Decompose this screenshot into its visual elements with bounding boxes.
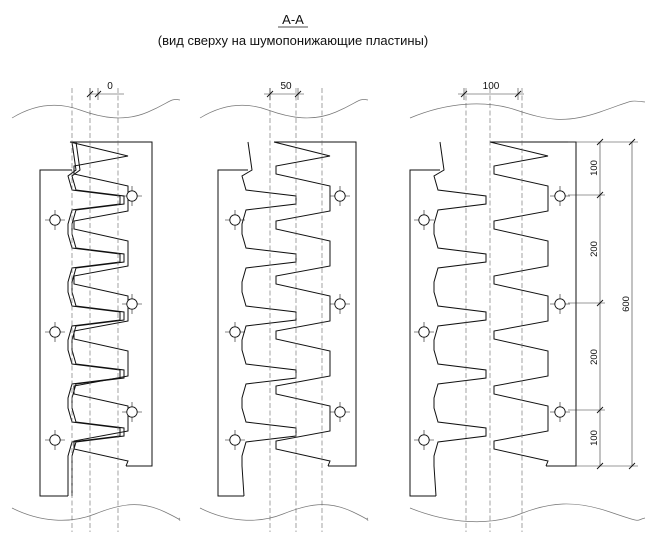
right-plate-outline <box>70 141 153 467</box>
dimension-segment-1: 100 <box>589 160 600 176</box>
right-plate-outline <box>490 141 577 467</box>
right-comb-teeth <box>273 141 331 467</box>
offset-tick <box>266 90 274 98</box>
dimension-segment-2: 200 <box>589 241 600 257</box>
offset-label-100: 100 <box>483 81 500 92</box>
vertical-dimension-chain <box>568 138 638 470</box>
left-comb-teeth <box>433 141 487 497</box>
offset-tick <box>294 90 302 98</box>
mounting-hole <box>554 298 566 310</box>
offset-tick <box>460 90 468 98</box>
left-plate-outline <box>409 169 440 497</box>
offset-tick <box>514 90 522 98</box>
mounting-hole <box>418 434 430 446</box>
mounting-hole <box>229 434 241 446</box>
mounting-hole <box>418 214 430 226</box>
left-comb-inner-contour <box>71 141 125 496</box>
mounting-hole <box>126 298 138 310</box>
mounting-hole <box>49 434 61 446</box>
offset-tick <box>94 90 102 98</box>
dimension-segment-3: 200 <box>589 349 600 365</box>
mounting-hole <box>229 326 241 338</box>
mounting-hole <box>334 298 346 310</box>
left-plate-outline <box>217 169 248 497</box>
right-plate-outline <box>274 141 357 467</box>
mounting-hole <box>418 326 430 338</box>
offset-tick <box>86 90 94 98</box>
offset-label-50: 50 <box>280 81 292 92</box>
section-subtitle: (вид сверху на шумопонижающие пластины) <box>158 33 428 48</box>
mounting-hole <box>126 190 138 202</box>
plate-assembly-offset-0 <box>39 88 153 532</box>
mounting-hole <box>49 214 61 226</box>
mounting-hole <box>126 406 138 418</box>
plate-assembly-offset-50 <box>217 88 357 532</box>
offset-label-0: 0 <box>107 81 113 92</box>
left-comb-teeth <box>241 141 297 497</box>
mounting-hole <box>334 190 346 202</box>
bottom-break-line <box>11 503 646 523</box>
right-comb-teeth <box>489 141 549 467</box>
mounting-hole <box>554 190 566 202</box>
dimension-total: 600 <box>621 296 632 312</box>
mounting-hole <box>334 406 346 418</box>
mounting-hole <box>229 214 241 226</box>
left-plate-outline <box>39 169 72 497</box>
plate-assembly-offset-100 <box>409 88 577 532</box>
right-comb-teeth <box>69 141 129 467</box>
section-title: А-А <box>282 12 304 27</box>
top-break-line <box>11 99 646 120</box>
mounting-hole <box>49 326 61 338</box>
dimension-segment-4: 100 <box>589 430 600 446</box>
mounting-hole <box>554 406 566 418</box>
